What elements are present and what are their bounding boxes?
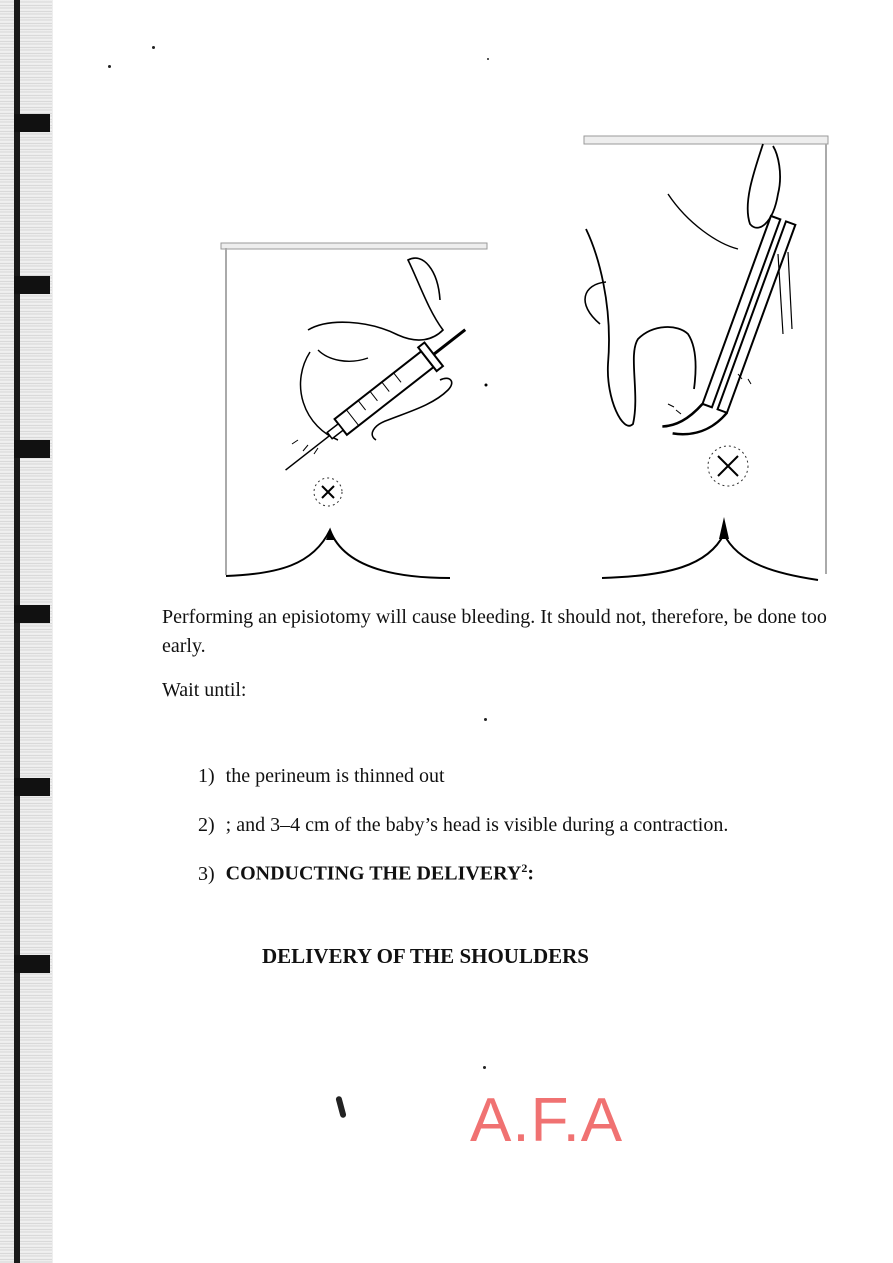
paragraph-wait-until: Wait until: [162,679,247,701]
syringe-injection-figure [218,240,490,585]
binding-tab [14,955,50,973]
scissors-episiotomy-figure [578,134,834,586]
binding-edge [0,0,53,1263]
scan-speck [487,58,489,60]
list-item-heading: CONDUCTING THE DELIVERY [225,862,522,885]
list-item: 2) ; and 3–4 cm of the baby’s head is vi… [198,812,838,838]
scan-speck [108,65,111,68]
watermark-stamp: A.F.A [470,1086,624,1155]
list-item-number: 1) [198,765,215,787]
footnote-marker: 2 [521,861,528,875]
list-item-text: the perineum is thinned out [225,765,445,787]
list-item: 1) the perineum is thinned out [198,763,838,789]
list-item: 3) CONDUCTING THE DELIVERY2: [198,855,838,887]
binding-tab [14,114,50,132]
ink-mark [335,1095,347,1119]
scan-speck [484,718,487,721]
list-item-text: ; and 3–4 cm of the baby’s head is visib… [225,814,729,836]
list-item-number: 2) [198,814,215,836]
scissors-episiotomy-illustration-icon [583,135,829,581]
syringe-injection-illustration-icon [220,242,488,579]
binding-spine [14,0,20,1263]
paragraph-episiotomy-bleeding: Performing an episiotomy will cause blee… [162,606,827,657]
heading-colon: : [527,862,534,885]
binding-tab [14,276,50,294]
list-item-number: 3) [198,862,215,885]
section-heading: DELIVERY OF THE SHOULDERS [262,944,589,968]
binding-tab [14,605,50,623]
scan-speck [152,46,155,49]
scan-speck [483,1066,486,1069]
binding-tab [14,778,50,796]
binding-tab [14,440,50,458]
